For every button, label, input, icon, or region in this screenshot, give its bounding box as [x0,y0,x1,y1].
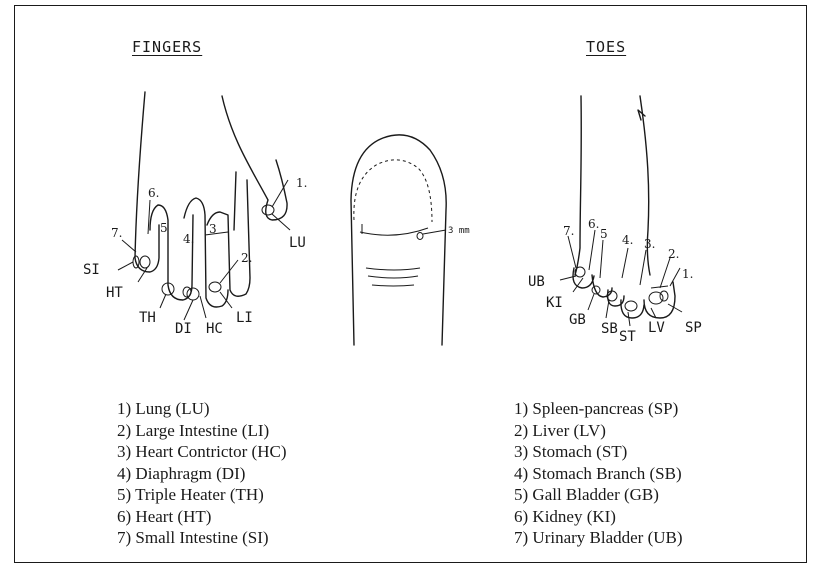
toe-number-1: 1. [682,267,693,281]
finger-acupoints [133,205,274,300]
toes-legend-item: 5) Gall Bladder (GB) [514,484,683,506]
fingers-legend-item: 3) Heart Contrictor (HC) [117,441,286,463]
fingers-legend: 1) Lung (LU) 2) Large Intestine (LI) 3) … [117,398,286,549]
toe-label-sp: SP [685,320,702,336]
toes-legend-item: 6) Kidney (KI) [514,506,683,528]
toe-number-2: 2. [668,247,679,261]
fingers-legend-item: 6) Heart (HT) [117,506,286,528]
finger-number-5: 5 [160,221,168,235]
toes-legend-item: 1) Spleen-pancreas (SP) [514,398,683,420]
finger-number-4: 4. [183,232,194,246]
toe-number-4: 4. [622,233,633,247]
finger-leader-lines [118,180,290,320]
finger-label-si: SI [83,262,100,278]
finger-number-3: 3 [209,222,217,236]
nail-measure-label: 3 mm [448,226,470,236]
toes-legend-item: 7) Urinary Bladder (UB) [514,527,683,549]
fingers-legend-item: 5) Triple Heater (TH) [117,484,286,506]
toe-label-ki: KI [546,295,563,311]
fingers-legend-item: 1) Lung (LU) [117,398,286,420]
toes-legend-item: 4) Stomach Branch (SB) [514,463,683,485]
toe-number-3: 3. [644,237,655,251]
finger-label-hc: HC [206,321,223,337]
toe-label-ub: UB [528,274,545,290]
fingers-legend-item: 7) Small Intestine (SI) [117,527,286,549]
toe-number-5: 5 [600,227,608,241]
toe-label-gb: GB [569,312,586,328]
toe-label-st: ST [619,329,636,345]
nail-closeup-drawing [351,135,446,345]
toe-number-7: 7. [563,224,574,238]
finger-label-th: TH [139,310,156,326]
toes-legend-item: 2) Liver (LV) [514,420,683,442]
toe-label-lv: LV [648,320,665,336]
finger-label-li: LI [236,310,253,326]
finger-label-ht: HT [106,285,123,301]
finger-number-6: 6. [148,186,159,200]
toes-legend: 1) Spleen-pancreas (SP) 2) Liver (LV) 3)… [514,398,683,549]
finger-label-lu: LU [289,235,306,251]
toe-label-sb: SB [601,321,618,337]
toes-foot-drawing [573,96,675,318]
finger-number-7: 7. [111,226,122,240]
toes-legend-item: 3) Stomach (ST) [514,441,683,463]
fingers-legend-item: 4) Diaphragm (DI) [117,463,286,485]
fingers-legend-item: 2) Large Intestine (LI) [117,420,286,442]
toe-number-6: 6. [588,217,599,231]
finger-number-1: 1. [296,176,307,190]
finger-label-di: DI [175,321,192,337]
finger-number-2: 2. [241,251,252,265]
